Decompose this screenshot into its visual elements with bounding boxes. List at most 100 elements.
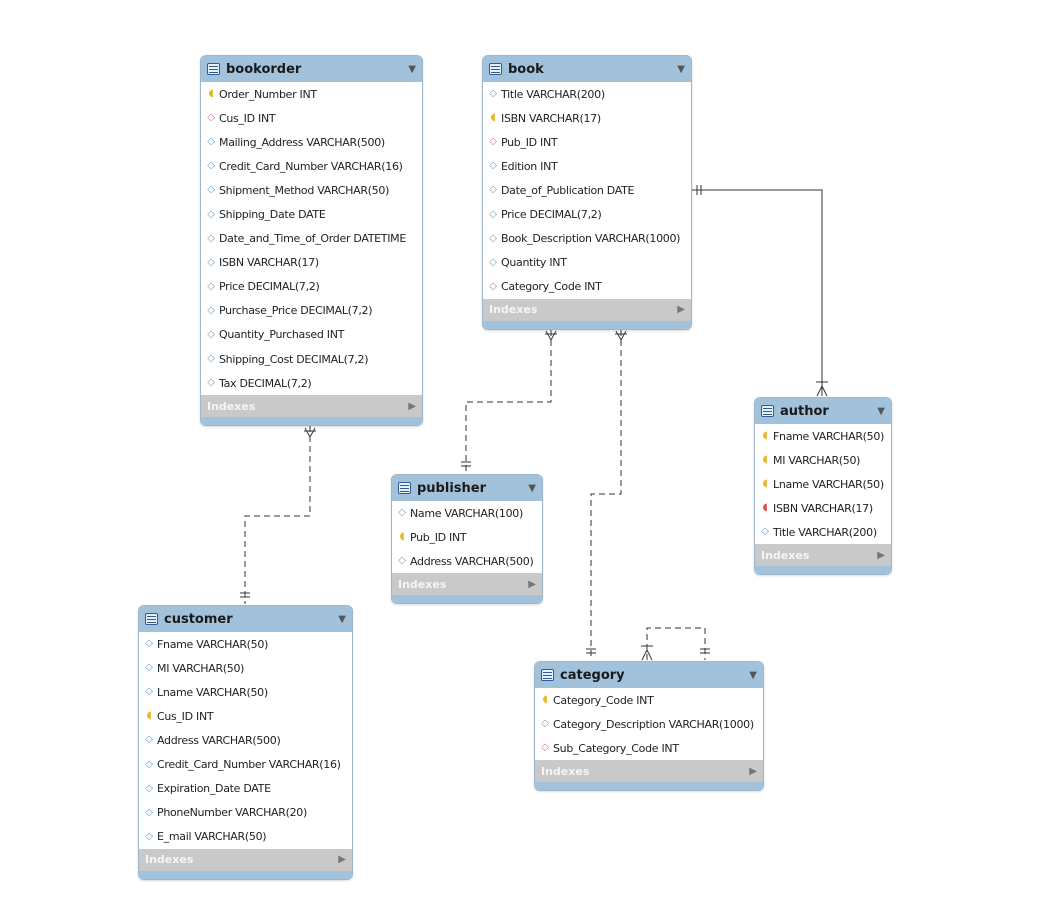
expand-arrow-icon[interactable]: ▶ bbox=[877, 549, 885, 561]
column-row[interactable]: ◇Date_and_Time_of_Order DATETIME bbox=[201, 227, 422, 251]
relationship-customer-bookorder[interactable] bbox=[244, 426, 311, 604]
table-author[interactable]: author ▼ ◖Fname VARCHAR(50)◖MI VARCHAR(5… bbox=[754, 397, 892, 576]
column-label: Date_and_Time_of_Order DATETIME bbox=[219, 232, 406, 246]
column-label: ISBN VARCHAR(17) bbox=[773, 501, 873, 515]
collapse-caret-icon[interactable]: ▼ bbox=[749, 669, 757, 681]
relationship-publisher-book[interactable] bbox=[465, 330, 552, 473]
table-icon bbox=[541, 669, 554, 681]
column-label: Address VARCHAR(500) bbox=[410, 554, 534, 568]
column-row[interactable]: ◇Address VARCHAR(500) bbox=[139, 728, 352, 752]
column-row[interactable]: ◇Fname VARCHAR(50) bbox=[139, 632, 352, 656]
table-header[interactable]: category ▼ bbox=[535, 662, 763, 688]
column-label: Lname VARCHAR(50) bbox=[773, 477, 884, 491]
column-row[interactable]: ◖Pub_ID INT bbox=[392, 525, 542, 549]
table-header[interactable]: bookorder ▼ bbox=[201, 56, 422, 82]
column-row[interactable]: ◇PhoneNumber VARCHAR(20) bbox=[139, 801, 352, 825]
column-row[interactable]: ◇Shipping_Cost DECIMAL(7,2) bbox=[201, 347, 422, 371]
column-row[interactable]: ◇E_mail VARCHAR(50) bbox=[139, 825, 352, 849]
column-label: MI VARCHAR(50) bbox=[773, 453, 861, 467]
relationship-category-book[interactable] bbox=[590, 330, 622, 660]
collapse-caret-icon[interactable]: ▼ bbox=[338, 613, 346, 625]
table-category[interactable]: category ▼ ◖Category_Code INT◇Category_D… bbox=[534, 661, 764, 792]
column-diamond-icon: ◇ bbox=[207, 160, 215, 172]
column-row[interactable]: ◇Sub_Category_Code INT bbox=[535, 736, 763, 760]
column-row[interactable]: ◇Address VARCHAR(500) bbox=[392, 549, 542, 573]
table-customer[interactable]: customer ▼ ◇Fname VARCHAR(50)◇MI VARCHAR… bbox=[138, 605, 353, 880]
table-icon bbox=[145, 613, 158, 625]
column-row[interactable]: ◇Name VARCHAR(100) bbox=[392, 501, 542, 525]
column-row[interactable]: ◖ISBN VARCHAR(17) bbox=[483, 106, 691, 130]
column-row[interactable]: ◇Credit_Card_Number VARCHAR(16) bbox=[139, 752, 352, 776]
column-label: Category_Code INT bbox=[553, 693, 654, 707]
column-row[interactable]: ◖Lname VARCHAR(50) bbox=[755, 472, 891, 496]
column-row[interactable]: ◇Book_Description VARCHAR(1000) bbox=[483, 227, 691, 251]
relationship-book-author[interactable] bbox=[691, 189, 823, 396]
expand-arrow-icon[interactable]: ▶ bbox=[528, 578, 536, 590]
table-header[interactable]: author ▼ bbox=[755, 398, 891, 424]
column-label: Pub_ID INT bbox=[501, 135, 558, 149]
column-row[interactable]: ◖Fname VARCHAR(50) bbox=[755, 424, 891, 448]
column-row[interactable]: ◇Pub_ID INT bbox=[483, 130, 691, 154]
indexes-section[interactable]: Indexes ▶ bbox=[755, 544, 891, 567]
indexes-section[interactable]: Indexes ▶ bbox=[483, 298, 691, 321]
column-row[interactable]: ◇Shipping_Date DATE bbox=[201, 202, 422, 226]
column-row[interactable]: ◇Quantity INT bbox=[483, 251, 691, 275]
indexes-section[interactable]: Indexes ▶ bbox=[535, 760, 763, 783]
column-diamond-icon: ◇ bbox=[207, 256, 215, 268]
column-row[interactable]: ◇Expiration_Date DATE bbox=[139, 777, 352, 801]
many-marker bbox=[641, 645, 653, 661]
expand-arrow-icon[interactable]: ▶ bbox=[408, 400, 416, 412]
relationship-category-self[interactable] bbox=[646, 627, 706, 660]
indexes-section[interactable]: Indexes ▶ bbox=[392, 573, 542, 596]
column-row[interactable]: ◇ISBN VARCHAR(17) bbox=[201, 251, 422, 275]
collapse-caret-icon[interactable]: ▼ bbox=[528, 482, 536, 494]
indexes-section[interactable]: Indexes ▶ bbox=[139, 848, 352, 871]
expand-arrow-icon[interactable]: ▶ bbox=[677, 304, 685, 316]
column-diamond-icon: ◇ bbox=[207, 377, 215, 389]
collapse-caret-icon[interactable]: ▼ bbox=[877, 405, 885, 417]
collapse-caret-icon[interactable]: ▼ bbox=[408, 63, 416, 75]
column-label: Name VARCHAR(100) bbox=[410, 506, 523, 520]
column-row[interactable]: ◇Edition INT bbox=[483, 154, 691, 178]
column-row[interactable]: ◇Category_Code INT bbox=[483, 275, 691, 299]
many-marker bbox=[545, 330, 557, 342]
table-header[interactable]: customer ▼ bbox=[139, 606, 352, 632]
column-row[interactable]: ◇Tax DECIMAL(7,2) bbox=[201, 371, 422, 395]
expand-arrow-icon[interactable]: ▶ bbox=[338, 854, 346, 866]
column-row[interactable]: ◇Title VARCHAR(200) bbox=[755, 520, 891, 544]
column-row[interactable]: ◖Category_Code INT bbox=[535, 688, 763, 712]
column-label: E_mail VARCHAR(50) bbox=[157, 830, 267, 844]
table-book[interactable]: book ▼ ◇Title VARCHAR(200)◖ISBN VARCHAR(… bbox=[482, 55, 692, 330]
column-row[interactable]: ◖Order_Number INT bbox=[201, 82, 422, 106]
column-label: Edition INT bbox=[501, 159, 558, 173]
column-row[interactable]: ◖MI VARCHAR(50) bbox=[755, 448, 891, 472]
column-row[interactable]: ◇Quantity_Purchased INT bbox=[201, 323, 422, 347]
column-row[interactable]: ◇Purchase_Price DECIMAL(7,2) bbox=[201, 299, 422, 323]
column-row[interactable]: ◇Credit_Card_Number VARCHAR(16) bbox=[201, 154, 422, 178]
column-row[interactable]: ◇Cus_ID INT bbox=[201, 106, 422, 130]
column-row[interactable]: ◇Price DECIMAL(7,2) bbox=[483, 202, 691, 226]
column-row[interactable]: ◇Lname VARCHAR(50) bbox=[139, 680, 352, 704]
column-row[interactable]: ◇MI VARCHAR(50) bbox=[139, 656, 352, 680]
column-row[interactable]: ◖ISBN VARCHAR(17) bbox=[755, 496, 891, 520]
column-row[interactable]: ◇Shipment_Method VARCHAR(50) bbox=[201, 178, 422, 202]
column-label: Category_Description VARCHAR(1000) bbox=[553, 717, 754, 731]
column-row[interactable]: ◇Date_of_Publication DATE bbox=[483, 178, 691, 202]
column-diamond-icon: ◇ bbox=[145, 662, 153, 674]
column-row[interactable]: ◖Cus_ID INT bbox=[139, 704, 352, 728]
table-bookorder[interactable]: bookorder ▼ ◖Order_Number INT◇Cus_ID INT… bbox=[200, 55, 423, 427]
column-row[interactable]: ◇Mailing_Address VARCHAR(500) bbox=[201, 130, 422, 154]
column-label: Title VARCHAR(200) bbox=[501, 87, 605, 101]
table-publisher[interactable]: publisher ▼ ◇Name VARCHAR(100)◖Pub_ID IN… bbox=[391, 474, 543, 605]
expand-arrow-icon[interactable]: ▶ bbox=[749, 765, 757, 777]
column-row[interactable]: ◇Category_Description VARCHAR(1000) bbox=[535, 712, 763, 736]
collapse-caret-icon[interactable]: ▼ bbox=[677, 63, 685, 75]
column-row[interactable]: ◇Title VARCHAR(200) bbox=[483, 82, 691, 106]
foreign-key-diamond-icon: ◇ bbox=[489, 280, 497, 292]
indexes-section[interactable]: Indexes ▶ bbox=[201, 395, 422, 418]
table-icon bbox=[761, 405, 774, 417]
column-row[interactable]: ◇Price DECIMAL(7,2) bbox=[201, 275, 422, 299]
column-label: PhoneNumber VARCHAR(20) bbox=[157, 806, 308, 820]
table-header[interactable]: publisher ▼ bbox=[392, 475, 542, 501]
table-header[interactable]: book ▼ bbox=[483, 56, 691, 82]
